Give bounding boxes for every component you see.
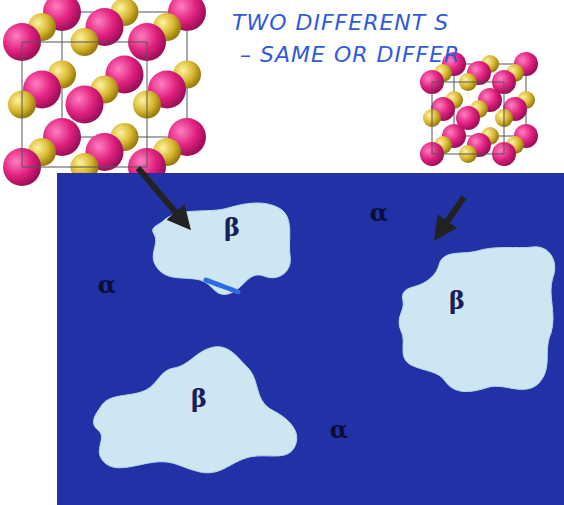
atom-sphere (456, 106, 480, 130)
cell-edge (22, 42, 23, 167)
particle-shape (153, 203, 291, 294)
cell-edge (22, 167, 147, 168)
particle-outline (148, 200, 294, 296)
particle-outline (393, 243, 559, 395)
cell-edge (147, 42, 148, 167)
particle-shape (399, 247, 555, 392)
phase-label: α (330, 418, 348, 442)
crystal-cube-small (420, 52, 538, 166)
cell-edge (22, 42, 147, 43)
alpha-matrix: α α α β β β (57, 173, 564, 505)
pointer-arrow (440, 197, 464, 232)
beta-particle: β (88, 338, 304, 476)
phase-label: α (98, 273, 116, 297)
pen-mark (206, 280, 238, 292)
handwritten-note: TWO DIFFERENT S (232, 10, 449, 35)
cell-edge (504, 82, 505, 154)
beta-particle: β (393, 243, 559, 395)
cell-edge (432, 82, 433, 154)
phase-label: α (370, 201, 388, 225)
pointer-arrow (138, 168, 184, 222)
particle-shape (94, 347, 297, 473)
beta-particle: β (148, 200, 294, 296)
cell-edge (432, 154, 504, 155)
handwritten-note: – SAME OR DIFFER (240, 42, 460, 67)
cell-edge (432, 82, 504, 83)
crystal-cube-large (3, 0, 206, 186)
phase-label: β (224, 216, 240, 240)
atom-sphere (66, 86, 104, 124)
phase-label: β (449, 289, 465, 313)
phase-label: β (191, 387, 207, 411)
